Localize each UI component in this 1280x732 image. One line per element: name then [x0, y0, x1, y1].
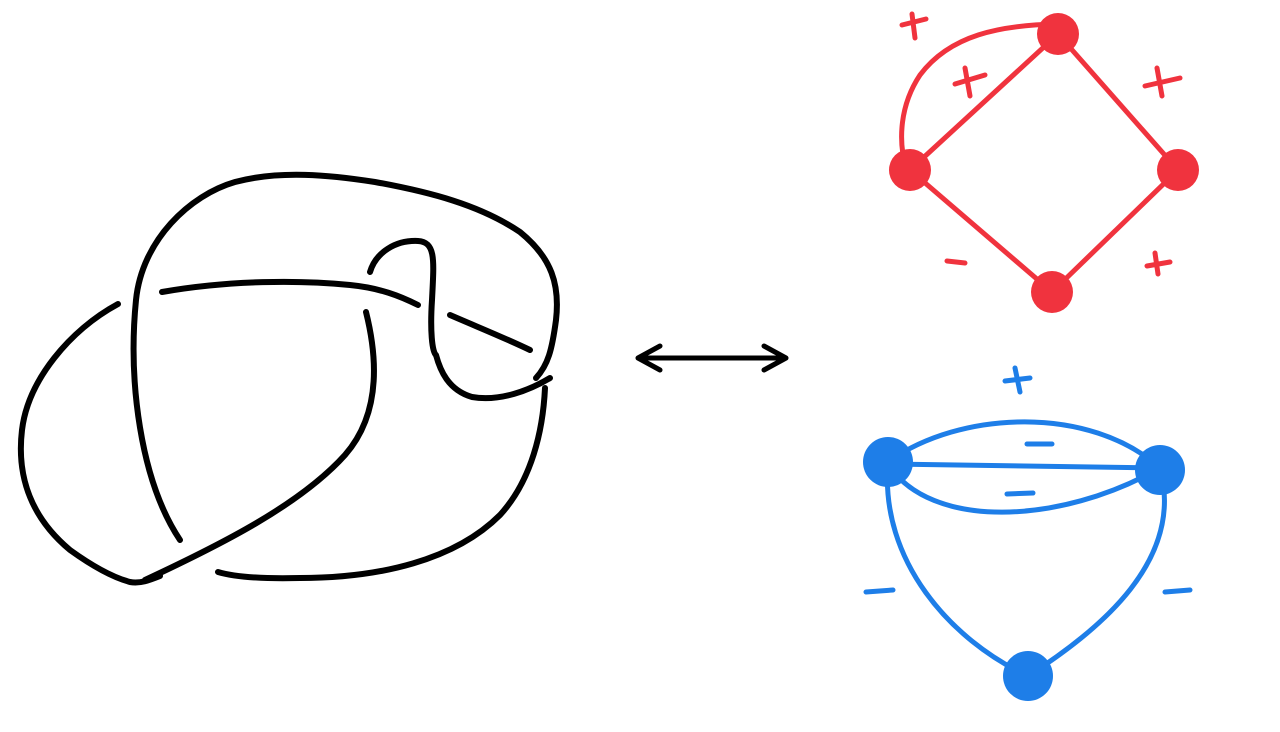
- red-plus-sign-bottom-right: [1144, 250, 1173, 277]
- knot-strand-bottom-right: [215, 385, 548, 582]
- red-edge-right-bottom: [1049, 167, 1181, 295]
- red-vertex-right: [1157, 149, 1199, 191]
- arrow-head-right: [761, 343, 789, 373]
- blue-edge-right-bottom: [1025, 465, 1167, 679]
- knot-strand-lower-diagonal: [142, 309, 377, 583]
- red-plus-sign-inner: [952, 65, 988, 99]
- red-edge-left-bottom: [907, 167, 1055, 295]
- red-signed-graph: [889, 11, 1199, 313]
- blue-vertex-left: [863, 437, 913, 487]
- blue-vertex-right: [1135, 445, 1185, 495]
- blue-edge-left-bottom: [884, 461, 1031, 679]
- blue-minus-sign-right: [1162, 587, 1193, 595]
- red-plus-sign-top-right: [1142, 65, 1183, 99]
- bidirectional-arrow: [635, 343, 789, 373]
- knot-strand-outer-left: [17, 301, 163, 586]
- arrow-head-left: [635, 343, 663, 373]
- blue-minus-sign-left: [863, 587, 896, 595]
- blue-signed-graph: [863, 365, 1193, 701]
- red-edge-top-right: [1055, 31, 1181, 173]
- red-vertex-top: [1037, 13, 1079, 55]
- red-edge-top-left-arc: [899, 21, 1061, 171]
- blue-edge-upper-arc: [885, 419, 1163, 471]
- blue-edge-straight: [885, 461, 1163, 471]
- red-minus-sign: [944, 258, 968, 266]
- red-edge-top-left: [907, 31, 1061, 173]
- blue-edge-lower-arc: [885, 461, 1163, 515]
- knot-diagram: [17, 171, 560, 586]
- red-vertex-bottom: [1031, 271, 1073, 313]
- knot-strand-big-loop: [130, 171, 560, 543]
- blue-vertex-bottom: [1003, 651, 1053, 701]
- knot-strand-small-loop: [367, 237, 553, 402]
- knot-strand-horizontal: [159, 278, 421, 308]
- knot-strand-short-diagonal: [447, 312, 533, 353]
- blue-plus-sign: [1002, 365, 1033, 395]
- red-plus-sign-arc: [899, 11, 929, 41]
- red-vertex-left: [889, 149, 931, 191]
- blue-minus-sign-lower-arc: [1004, 490, 1036, 497]
